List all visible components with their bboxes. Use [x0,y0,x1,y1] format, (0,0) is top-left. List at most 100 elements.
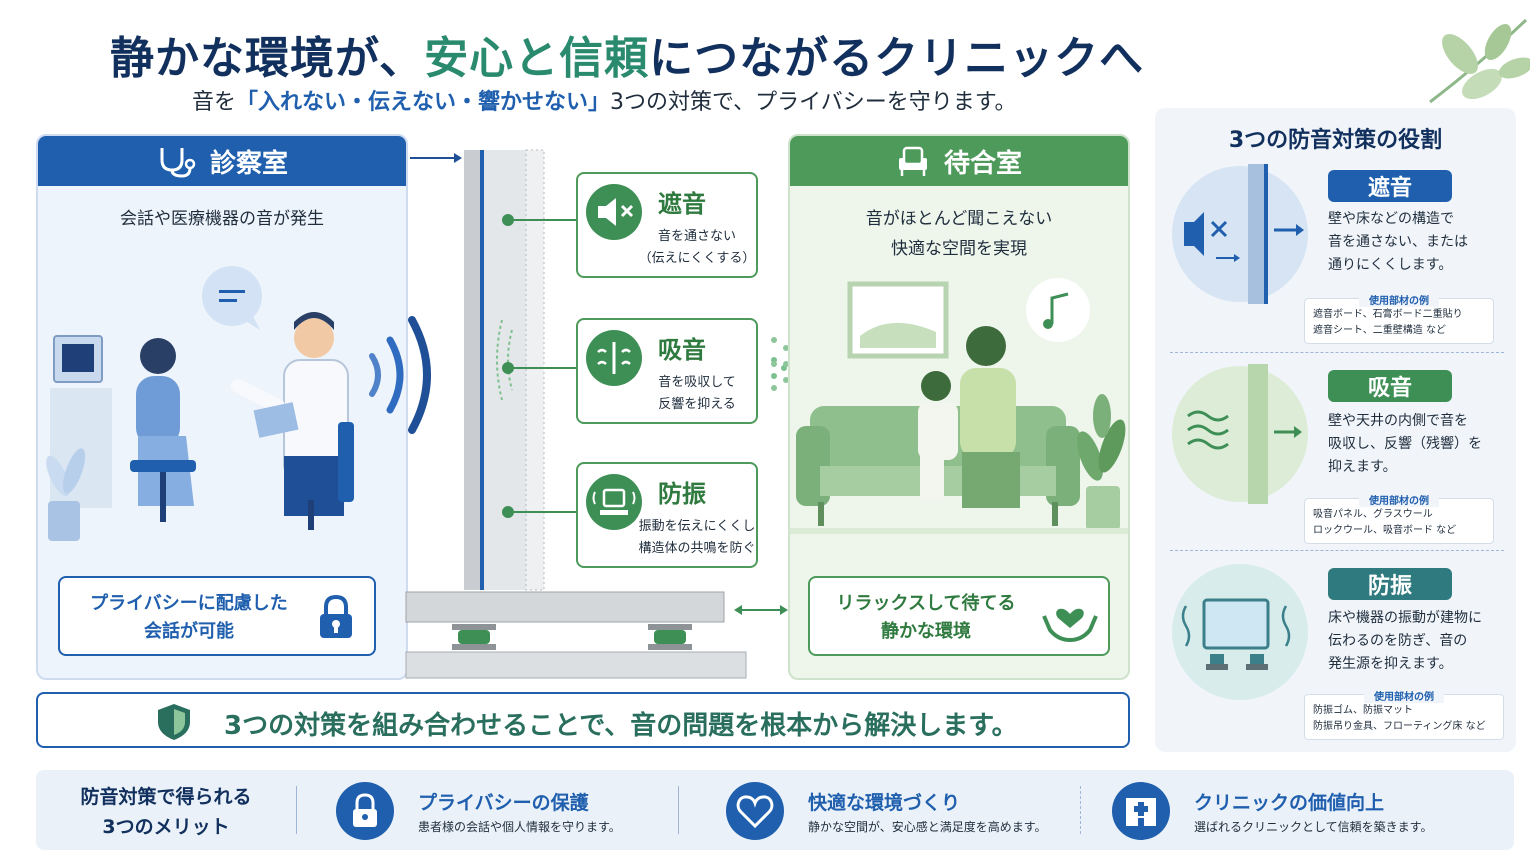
role-vibration-examples: 使用部材の例 防振ゴム、防振マット 防振吊り金具、フローティング床 など [1304,688,1504,740]
measure-title: 防振 [658,480,706,508]
exam-room-panel: 診察室 会話や医療機器の音が発生 プライバシーに配慮した [36,134,408,680]
waiting-room-relax-text: リラックスして待てる 静かな環境 [826,590,1026,646]
measure-desc-line1: 音を通さない [657,229,736,244]
example-line2: ロックウール、吸音ボード など [1313,525,1457,536]
waiting-room-relax-box: リラックスして待てる 静かな環境 [808,576,1110,656]
role-desc-line1: 壁や床などの構造で [1328,211,1454,227]
waiting-room-description: 音がほとんど聞こえない 快適な空間を実現 [790,204,1128,264]
waiting-desc-line2: 快適な空間を実現 [891,239,1027,259]
benefit-desc: 静かな空間が、安心感と満足度を高めます。 [808,820,1047,834]
sound-absorb-icon [597,342,631,374]
roles-divider [1170,550,1504,551]
page-title: 静かな環境が、安心と信頼につながるクリニックへ [110,22,1144,86]
example-line1: 遮音ボード、石膏ボード二重貼り [1313,309,1463,320]
exam-room-header: 診察室 [38,136,406,186]
benefit-icon-circle [336,782,394,840]
role-desc-line2: 音を通さない、または [1328,234,1468,250]
shield-icon [158,704,190,740]
measure-icon-circle [586,474,642,530]
title-highlight: 安心と信頼 [424,33,650,84]
benefit-desc: 選ばれるクリニックとして信頼を築きます。 [1194,820,1433,834]
benefit-icon-circle [1112,782,1170,840]
benefits-separator [1080,786,1081,834]
hospital-icon [1126,798,1156,826]
measure-desc-line2: （伝えにくくする） [638,251,756,266]
subtitle-part1: 音を [192,90,237,115]
heart-icon [736,795,774,829]
role-absorption-examples: 使用部材の例 吸音パネル、グラスウール ロックウール、吸音ボード など [1304,492,1494,544]
benefits-heading: 防音対策で得られる 3つのメリット [66,782,266,842]
example-line1: 防振ゴム、防振マット [1313,705,1413,716]
vibration-icon [592,488,636,515]
example-label: 使用部材の例 [1359,492,1439,507]
measure-desc-line1: 音を吸収して [658,375,736,390]
exam-room-description: 会話や医療機器の音が発生 [120,209,324,229]
benefit-desc: 患者様の会話や個人情報を守ります。 [418,820,621,834]
example-label: 使用部材の例 [1359,292,1439,307]
lock-icon [320,594,352,638]
benefits-bar: 防音対策で得られる 3つのメリット プライバシーの保護 患者様の会話や個人情報を… [36,770,1514,850]
example-line2: 防振吊り金具、フローティング床 など [1313,721,1486,732]
benefit-title: クリニックの価値向上 [1194,792,1385,814]
leaf-branch-illustration [1429,18,1530,104]
role-absorption-title: 吸音 [1328,370,1452,402]
exam-room-privacy-text: プライバシーに配慮した 会話が可能 [84,590,294,646]
vibration-role-icon [1172,564,1308,700]
relax-line1: リラックスして待てる [836,593,1016,614]
benefits-head-line1: 防音対策で得られる [80,786,252,808]
role-absorption-desc: 壁や天井の内側で音を 吸収し、反響（残響）を 抑えます。 [1328,410,1508,479]
title-part1: 静かな環境が、 [110,33,425,84]
exam-room-title: 診察室 [209,148,288,179]
solution-banner: 3つの対策を組み合わせることで、音の問題を根本から解決します。 [36,692,1130,748]
roles-divider [1170,352,1504,353]
subtitle-quote: 「入れない・伝えない・響かせない」 [236,90,611,115]
role-desc-line3: 通りにくくします。 [1328,257,1453,273]
measure-icon-circle [586,330,642,386]
role-desc-line2: 吸収し、反響（残響）を [1328,436,1482,452]
title-part2: につながるクリニックへ [649,33,1145,84]
speaker-muted-icon [598,198,634,226]
waiting-desc-line1: 音がほとんど聞こえない [865,209,1053,229]
banner-text: 3つの対策を組み合わせることで、音の問題を根本から解決します。 [224,711,1018,741]
benefit-title: 快適な環境づくり [808,792,961,814]
example-label: 使用部材の例 [1364,688,1444,703]
waiting-room-header: 待合室 [790,136,1128,186]
measure-desc-line2: 構造体の共鳴を防ぐ [638,541,756,556]
role-desc-line1: 床や機器の振動が建物に [1328,610,1482,626]
benefits-separator [296,786,297,834]
role-desc-line3: 発生源を抑えます。 [1328,656,1453,672]
measure-desc-line1: 振動を伝えにくくし [638,519,756,534]
measure-desc-line2: 反響を抑える [658,397,736,412]
subtitle-part2: 3つの対策で、プライバシーを守ります。 [610,90,1017,115]
doctor-patient-illustration [46,266,354,541]
privacy-line1: プライバシーに配慮した [90,593,288,614]
role-insulation-title: 遮音 [1328,170,1452,202]
page-subtitle: 音を「入れない・伝えない・響かせない」3つの対策で、プライバシーを守ります。 [192,84,1017,116]
measure-title: 遮音 [658,190,706,218]
waiting-room-title: 待合室 [943,148,1022,179]
role-insulation-desc: 壁や床などの構造で 音を通さない、または 通りにくくします。 [1328,208,1508,277]
relax-line2: 静かな環境 [881,621,971,642]
measure-title: 吸音 [658,336,706,364]
role-vibration-title: 防振 [1328,568,1452,600]
benefit-icon-circle [726,782,784,840]
benefits-head-line2: 3つのメリット [102,816,230,838]
lock-icon [353,793,377,827]
benefits-separator [678,786,679,834]
stethoscope-icon [160,148,196,178]
wall-cross-section-diagram [405,149,794,679]
role-desc-line1: 壁や天井の内側で音を [1328,413,1468,429]
privacy-line2: 会話が可能 [144,621,234,642]
example-line1: 吸音パネル、グラスウール [1313,509,1433,520]
measure-icon-circle [586,184,642,240]
heart-hands-icon [1042,608,1098,642]
waiting-room-panel: 待合室 音がほとんど聞こえない 快適な空間を実現 [788,134,1130,680]
roles-title: 3つの防音対策の役割 [1228,128,1443,153]
measure-sound-absorption: 吸音 音を吸収して 反響を抑える [576,318,758,424]
benefit-title: プライバシーの保護 [418,792,589,814]
role-desc-line2: 伝わるのを防ぎ、音の [1328,633,1468,649]
measure-vibration-isolation: 防振 振動を伝えにくくし 構造体の共鳴を防ぐ [576,462,758,568]
role-desc-line3: 抑えます。 [1328,459,1397,475]
role-insulation-examples: 使用部材の例 遮音ボード、石膏ボード二重貼り 遮音シート、二重壁構造 など [1304,292,1494,344]
armchair-icon [898,146,927,176]
